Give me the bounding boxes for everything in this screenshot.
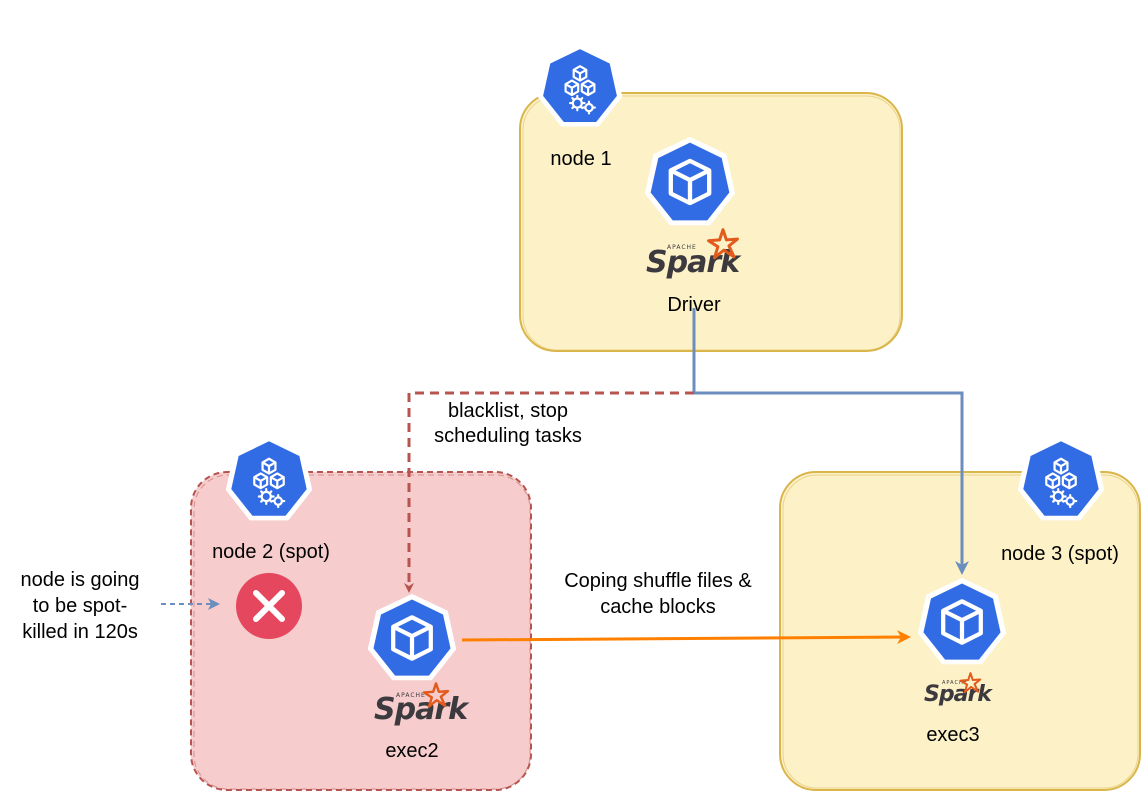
blacklist-label-line-2: scheduling tasks [434,425,582,447]
exec3-label: exec3 [926,724,979,746]
copy-edge-label: Coping shuffle files & cache blocks [564,570,752,618]
spark-logo-apache: APACHE [942,680,968,686]
exec2-label: exec2 [385,740,438,762]
warning-line-1: node is going [21,569,140,591]
spark-logo-word: Spark [924,682,993,707]
spark-logo-word: Spark [374,692,470,727]
driver-label: Driver [667,294,721,316]
x-circle-icon [236,573,302,639]
copy-blocks-arrow [461,630,911,645]
node-3-label: node 3 (spot) [1001,543,1119,565]
copy-label-line-2: cache blocks [600,596,716,618]
spark-logo-word: Spark [646,245,742,280]
warning-line-2: to be spot- [33,595,128,617]
apache-spark-logo: APACHE Spark [374,682,471,727]
apache-spark-logo: APACHE Spark [924,672,994,707]
copy-label-line-1: Coping shuffle files & [564,570,752,592]
node-1-label: node 1 [550,148,611,170]
blacklist-edge-label: blacklist, stop scheduling tasks [434,400,582,447]
spark-logo-apache: APACHE [396,692,426,699]
apache-spark-logo: APACHE Spark [646,228,743,280]
driver-to-exec3-arrow [692,308,969,575]
warning-line-3: killed in 120s [22,621,138,643]
spot-kill-warning-label: node is going to be spot- killed in 120s [21,569,140,643]
node-2-label: node 2 (spot) [212,541,330,563]
blacklist-label-line-1: blacklist, stop [448,400,568,422]
node-2-container [190,471,532,791]
spark-logo-apache: APACHE [667,244,697,251]
blacklist-arrow [404,391,694,593]
